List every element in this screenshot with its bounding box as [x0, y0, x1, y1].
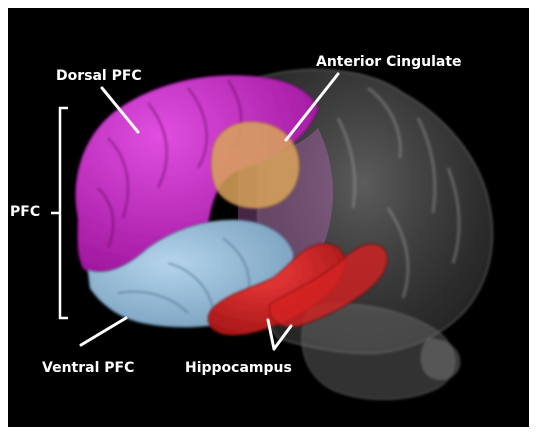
hippocampus-label: Hippocampus — [185, 360, 292, 376]
ventral-pfc-label: Ventral PFC — [42, 360, 134, 376]
dorsal-pfc-label: Dorsal PFC — [56, 68, 142, 84]
ventral-pfc-pointer — [81, 318, 126, 345]
brain-illustration: Dorsal PFC Anterior Cingulate PFC Ventra… — [8, 8, 529, 427]
anterior-cingulate-shape — [211, 122, 298, 208]
pfc-bracket — [51, 108, 68, 318]
pfc-label: PFC — [10, 204, 40, 220]
anterior-cingulate-label: Anterior Cingulate — [316, 54, 462, 70]
